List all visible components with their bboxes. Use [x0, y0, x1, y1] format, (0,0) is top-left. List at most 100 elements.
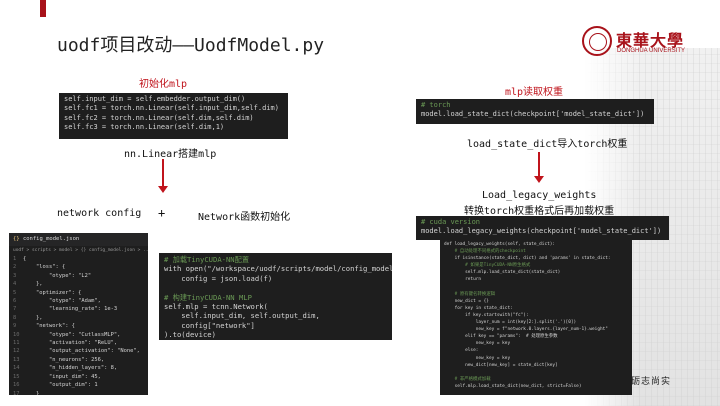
- load-state-dict-caption: load_state_dict导入torch权重: [467, 139, 628, 150]
- legacy-code-text: def load_legacy_weights(self, state_dict…: [444, 242, 556, 247]
- plus-sign: +: [158, 206, 166, 220]
- init-code-line: self.input_dim = self.embedder.output_di…: [64, 95, 283, 104]
- down-arrow-left: [158, 159, 168, 193]
- init-code-text: self.fc2 = torch.nn.Linear(self.dim,self…: [64, 113, 254, 122]
- logo-chinese-name: 東華大學: [616, 31, 685, 50]
- init-code-text: self.fc3 = torch.nn.Linear(self.dim,1): [64, 123, 225, 132]
- legacy-code-line: self.mlp.load_state_dict(state_dict): [444, 269, 628, 276]
- json-line: 9 "network": {: [13, 322, 148, 330]
- json-line: 2 "loss": {: [13, 263, 148, 271]
- legacy-code-text: return: [444, 277, 482, 283]
- legacy-weights-title: Load_legacy_weights: [482, 190, 597, 201]
- json-text: {: [23, 256, 27, 262]
- legacy-code-line: self.mlp.load_state_dict(new_dict, stric…: [444, 383, 628, 390]
- json-line: 5 "optimizer": {: [13, 289, 148, 297]
- json-line: 3 "otype": "L2": [13, 272, 148, 280]
- legacy-code-line: def load_legacy_weights(self, state_dict…: [444, 241, 628, 248]
- line-number: 2: [13, 264, 17, 271]
- university-motto: 砺志尚实: [631, 376, 672, 386]
- network-init-label: Network函数初始化: [198, 212, 291, 223]
- torch-code-line: model.load_state_dict(checkpoint['model_…: [421, 110, 649, 119]
- legacy-code-text: # 自动处理不同格式的checkpoint: [444, 249, 526, 255]
- down-arrow-right: [534, 152, 544, 183]
- legacy-code-text: new_dict = {}: [444, 298, 489, 304]
- json-text: "output_activation": "None",: [23, 348, 140, 355]
- logo-english-name: DONGHUA UNIVERSITY: [617, 48, 686, 54]
- legacy-code-text: self.mlp.load_state_dict(new_dict, stric…: [444, 383, 582, 389]
- json-line: 15 "input_dim": 45,: [13, 373, 148, 381]
- line-number: 17: [13, 390, 20, 396]
- legacy-code-line: # 如果是TinyCUDA-NN原生格式: [444, 262, 628, 269]
- torch-code-text: # torch: [421, 101, 451, 109]
- init-mlp-code-block: self.input_dim = self.embedder.output_di…: [59, 93, 288, 139]
- json-text: },: [23, 281, 43, 288]
- mid-code-text: self.mlp = tcnn.Network(: [164, 302, 268, 312]
- legacy-code-line: return: [444, 276, 628, 283]
- legacy-code-text: new_key = key: [444, 355, 511, 361]
- editor-tab[interactable]: {} config_model.json: [9, 233, 148, 246]
- legacy-code-text: # 非严格模式加载: [444, 376, 491, 382]
- json-text: "optimizer": {: [23, 289, 82, 296]
- config-json-editor: {} config_model.json uodf > scripts > mo…: [9, 233, 148, 395]
- cuda-code-text: model.load_legacy_weights(checkpoint['mo…: [421, 227, 662, 236]
- legacy-code-text: new_dict[new_key] = state_dict[key]: [444, 362, 558, 368]
- line-number: 11: [13, 340, 20, 347]
- legacy-code-line: elif key == "params": # 处理原生参数: [444, 333, 628, 340]
- mid-code-line: config["network"]: [164, 321, 387, 330]
- page-title: uodf项目改动——UodfModel.py: [57, 35, 325, 56]
- mid-code-line: config = json.load(f): [164, 274, 387, 283]
- mid-code-line: ).to(device): [164, 330, 387, 339]
- legacy-code-line: [444, 369, 628, 376]
- init-mlp-label: 初始化mlp: [139, 79, 188, 90]
- legacy-code-line: new_dict[new_key] = state_dict[key]: [444, 362, 628, 369]
- json-line: 14 "n_hidden_layers": 8,: [13, 364, 148, 372]
- json-line: 6 "otype": "Adam",: [13, 297, 148, 305]
- legacy-code-text: new_key = key: [444, 341, 511, 347]
- json-text: "input_dim": 45,: [23, 373, 101, 380]
- init-code-line: self.fc3 = torch.nn.Linear(self.dim,1): [64, 123, 283, 132]
- torch-code-line: # torch: [421, 101, 649, 110]
- init-code-text: self.fc1 = torch.nn.Linear(self.input_di…: [64, 104, 279, 113]
- line-number: 5: [13, 289, 17, 296]
- line-number: 9: [13, 323, 17, 330]
- legacy-code-text: for key in state_dict:: [444, 305, 513, 311]
- legacy-code-line: if key.startswith("fc"):: [444, 312, 628, 319]
- legacy-weights-description: 转换torch权重格式后再加载权重: [464, 206, 615, 217]
- legacy-code-text: new_key = f"network.0.layers.{layer_num-…: [444, 327, 608, 333]
- json-text: }: [23, 390, 40, 396]
- legacy-code-line: new_dict = {}: [444, 298, 628, 305]
- mid-code-text: [164, 283, 168, 292]
- legacy-code-line: for key in state_dict:: [444, 305, 628, 312]
- mid-code-line: self.mlp = tcnn.Network(: [164, 302, 387, 311]
- line-number: 6: [13, 298, 17, 305]
- cuda-code-line: # cuda version: [421, 218, 664, 227]
- mlp-read-weights-label: mlp读取权重: [505, 87, 564, 98]
- json-line: 8 },: [13, 314, 148, 322]
- university-seal-logo: [582, 26, 612, 56]
- line-number: 8: [13, 314, 17, 321]
- network-config-label: network config: [57, 208, 142, 219]
- legacy-code-text: [444, 370, 447, 375]
- legacy-code-text: else:: [444, 348, 479, 354]
- legacy-code-line: new_key = f"network.0.layers.{layer_num-…: [444, 326, 628, 333]
- mid-code-line: # 构建TinyCUDA-NN MLP: [164, 293, 387, 302]
- line-number: 13: [13, 356, 20, 363]
- legacy-code-text: layer_num = int(key[2:].split('.')[0]): [444, 320, 577, 326]
- line-number: 3: [13, 272, 17, 279]
- json-text: "output_dim": 1: [23, 382, 98, 389]
- line-number: 15: [13, 373, 20, 380]
- mid-code-text: with open("/workspace/uodf/scripts/model…: [164, 264, 392, 274]
- legacy-code-text: # 如果是TinyCUDA-NN原生格式: [444, 263, 531, 269]
- json-text: "otype": "CutlassMLP",: [23, 331, 121, 338]
- line-number: 1: [13, 256, 17, 262]
- mid-code-line: [164, 283, 387, 292]
- mid-code-line: # 加载TinyCUDA-NN配置: [164, 255, 387, 264]
- json-text: "n_neurons": 256,: [23, 356, 105, 363]
- init-code-text: self.input_dim = self.embedder.output_di…: [64, 95, 246, 103]
- mid-code-text: self.input_dim, self.output_dim,: [164, 311, 320, 321]
- legacy-code-text: if key.startswith("fc"):: [444, 312, 529, 318]
- json-text: },: [23, 314, 43, 321]
